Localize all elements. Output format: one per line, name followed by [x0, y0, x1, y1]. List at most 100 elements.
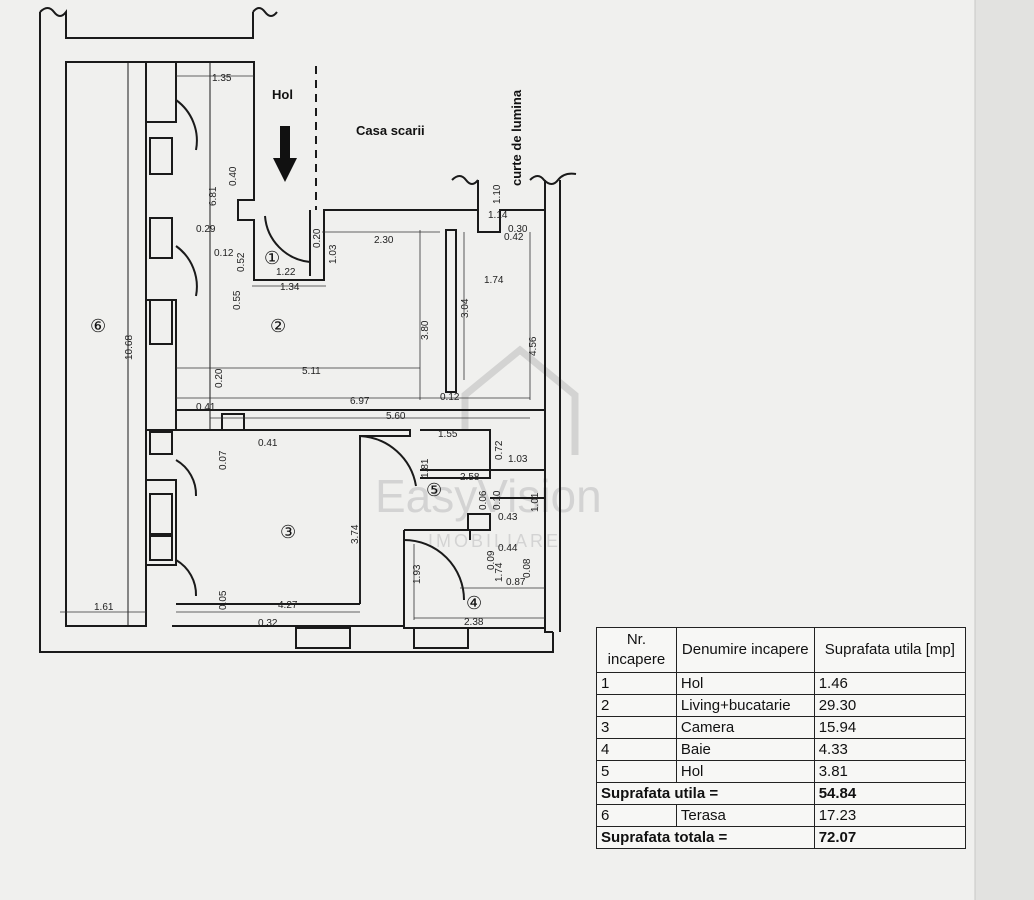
- hall-wall: [176, 61, 255, 240]
- dimension-label: 0.06: [478, 490, 489, 510]
- dimension-label: 5.11: [302, 366, 321, 377]
- dimension-label: 0.52: [236, 252, 247, 272]
- dimension-label: 3.80: [420, 320, 431, 340]
- dimension-label: 0.07: [218, 450, 229, 470]
- room-3-bottom: [172, 603, 404, 627]
- dimension-label: 0.12: [214, 248, 234, 259]
- window: [149, 217, 173, 259]
- dimension-label: 1.74: [494, 562, 505, 582]
- legend-area: 4.33: [813, 738, 967, 761]
- dimension-label: 1.03: [508, 454, 528, 465]
- room-number-3: ③: [280, 522, 296, 543]
- right-wall: [544, 180, 561, 632]
- dimension-label: 0.40: [228, 166, 239, 186]
- legend-header-row: Nr. incapere Denumire incapere Suprafata…: [596, 627, 967, 673]
- watermark-house-icon: [461, 345, 579, 455]
- window: [149, 137, 173, 175]
- door-swing: [264, 215, 311, 263]
- label-hol: Hol: [272, 87, 293, 102]
- room-number-5: ⑤: [426, 480, 442, 501]
- plan-labels: Hol Casa scarii curte de lumina: [272, 87, 524, 186]
- legend-row: 4 Baie 4.33: [596, 738, 967, 761]
- dimension-label: 1.55: [438, 429, 458, 440]
- break-line: [451, 175, 479, 210]
- dimension-label: 0.41: [258, 438, 278, 449]
- partition: [445, 229, 457, 393]
- legend-nr: 1: [596, 672, 677, 695]
- hall-1-wall: [253, 209, 478, 281]
- outer-wall: [39, 12, 554, 653]
- dimension-label: 10.68: [124, 335, 135, 360]
- dimension-label: 0.20: [214, 368, 225, 388]
- window: [413, 627, 469, 649]
- break-line-top: [252, 7, 278, 17]
- top-wall: [39, 7, 254, 39]
- window: [149, 299, 173, 345]
- dimension-label: 0.43: [498, 512, 518, 523]
- wall-pier: [145, 479, 177, 566]
- legend-name: Hol: [675, 672, 815, 695]
- dimension-label: 0.32: [258, 618, 278, 629]
- dimension-label: 1.61: [94, 602, 114, 613]
- dimension-label: 0.41: [196, 402, 216, 413]
- dimension-label: 0.20: [312, 228, 323, 248]
- door-swing: [175, 99, 198, 151]
- dimension-label: 4.56: [528, 336, 539, 356]
- dimension-label: 0.12: [440, 392, 460, 403]
- dimension-label: 2.58: [460, 472, 480, 483]
- dimension-label: 0.42: [504, 232, 524, 243]
- legend-name: Living+bucatarie: [675, 694, 815, 717]
- wall-pier: [145, 61, 177, 123]
- dimension-label: 1.81: [420, 458, 431, 478]
- light-court-wall: [477, 209, 546, 233]
- dimension-label: 0.29: [196, 224, 216, 235]
- break-line: [529, 172, 577, 185]
- label-casa-scarii: Casa scarii: [356, 123, 425, 138]
- window: [149, 431, 173, 455]
- dimension-label: 5.60: [386, 411, 406, 422]
- dimension-texts: 1.35 6.81 0.40 0.29 0.12 0.52 1.22 1.34 …: [94, 73, 541, 629]
- dimension-lines: [60, 75, 545, 620]
- legend-header-name: Denumire incapere: [675, 627, 815, 673]
- page-shadow: [975, 0, 1034, 900]
- dimension-label: 0.05: [218, 590, 229, 610]
- door-swing: [175, 459, 198, 497]
- door-swing: [359, 435, 417, 487]
- right-inner-wall: [544, 230, 553, 633]
- legend-area: 3.81: [813, 760, 967, 783]
- label-curte-de-lumina: curte de lumina: [509, 89, 524, 186]
- legend-row: 3 Camera 15.94: [596, 716, 967, 739]
- dimension-label: 0.87: [506, 577, 526, 588]
- dimension-label: 6.97: [350, 396, 370, 407]
- dimension-label: 1.14: [488, 210, 508, 221]
- legend-subtotal-value: 54.84: [813, 782, 967, 805]
- area-legend-table: Nr. incapere Denumire incapere Suprafata…: [596, 627, 967, 849]
- dimension-label: 1.01: [530, 492, 541, 512]
- bathroom-wall: [404, 529, 471, 540]
- dimension-label: 0.44: [498, 543, 518, 554]
- dimension-label: 3.74: [350, 524, 361, 544]
- room-number-6: ⑥: [90, 316, 106, 337]
- legend-total-row: Suprafata totala = 72.07: [596, 826, 967, 849]
- dimension-label: 0.30: [508, 224, 528, 235]
- legend-row: 1 Hol 1.46: [596, 672, 967, 695]
- watermark: EasyVision IMOBILIARE: [375, 345, 602, 551]
- legend-row: 6 Terasa 17.23: [596, 804, 967, 827]
- legend-area: 17.23: [813, 804, 967, 827]
- legend-total-label: Suprafata totala =: [596, 826, 815, 849]
- door-swing: [403, 539, 465, 601]
- dimension-label: 1.74: [484, 275, 504, 286]
- watermark-subtext: IMOBILIARE: [428, 531, 561, 551]
- dimension-label: 2.38: [464, 617, 484, 628]
- room-number-1: ①: [264, 248, 280, 269]
- hall-5-wall: [420, 429, 545, 471]
- dimension-label: 2.30: [374, 235, 394, 246]
- legend-area: 29.30: [813, 694, 967, 717]
- legend-nr: 4: [596, 738, 677, 761]
- legend-header-nr: Nr. incapere: [596, 627, 677, 673]
- legend-nr: 3: [596, 716, 677, 739]
- dimension-label: 1.34: [280, 282, 300, 293]
- legend-area: 15.94: [813, 716, 967, 739]
- dimension-label: 0.08: [522, 558, 533, 578]
